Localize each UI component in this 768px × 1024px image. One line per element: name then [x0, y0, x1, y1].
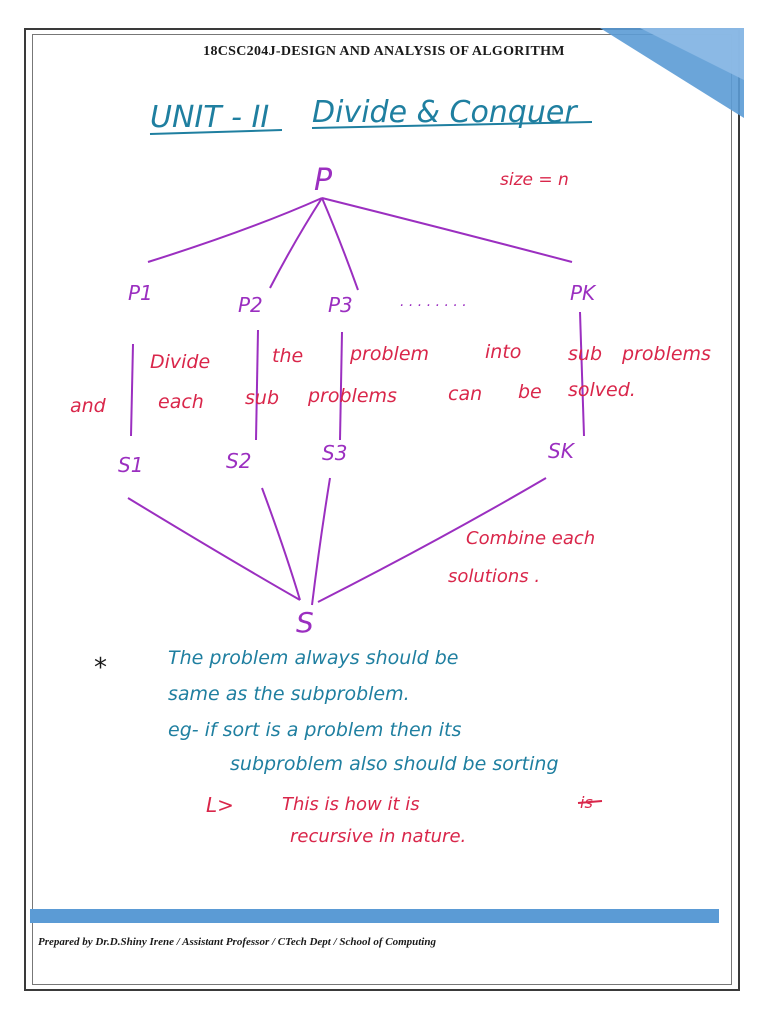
divide-word: problem [349, 343, 429, 365]
size-note: size = n [500, 170, 569, 190]
final-solution-label: S [296, 606, 314, 639]
divide-word: and [70, 395, 107, 417]
divide-sentence: Divide the problem into sub problems and… [70, 341, 711, 417]
combine-branches [127, 477, 547, 606]
subproblem-p2: P2 [238, 293, 263, 317]
arrow-marker: L> [206, 793, 234, 817]
divide-word: can [448, 383, 482, 405]
recursive-line2: recursive in nature. [290, 826, 466, 847]
page-outer-border [24, 28, 740, 991]
root-node-label: P [314, 163, 333, 198]
ellipsis: . . . . . . . . [400, 294, 467, 310]
point-line: The problem always should be [168, 647, 458, 669]
combine-line1: Combine each [466, 528, 595, 549]
solution-s1: S1 [118, 453, 143, 477]
solution-sk: SK [548, 439, 576, 463]
subproblem-pk: PK [570, 281, 597, 305]
divide-word: each [158, 391, 204, 413]
prepared-by-text: Prepared by Dr.D.Shiny Irene / Assistant… [38, 936, 436, 948]
divide-word: Divide [150, 351, 210, 373]
course-title: 18CSC204J-DESIGN AND ANALYSIS OF ALGORIT… [203, 44, 565, 59]
divide-word: problems [307, 385, 397, 407]
divide-word: solved. [568, 379, 636, 401]
divide-word: sub [245, 387, 279, 409]
divide-word: into [485, 341, 521, 363]
combine-line2: solutions . [448, 566, 540, 587]
divide-word: the [272, 345, 303, 367]
divide-word: be [518, 381, 542, 403]
page-inner-border [32, 34, 732, 985]
star-bullet: * [94, 653, 107, 683]
point-line: eg- if sort is a problem then its [168, 719, 461, 741]
subproblem-p3: P3 [328, 293, 353, 317]
point-line: same as the subproblem. [168, 683, 410, 705]
point-line: subproblem also should be sorting [230, 753, 559, 775]
solution-s2: S2 [226, 449, 251, 473]
footer-bar [30, 909, 719, 923]
recursive-line1: This is how it is [282, 794, 420, 815]
divide-branches [147, 197, 573, 291]
solve-lines [130, 311, 585, 441]
subproblem-p1: P1 [128, 281, 153, 305]
solution-s3: S3 [322, 441, 347, 465]
point-text: The problem always should be same as the… [168, 647, 559, 775]
divide-word: problems [621, 343, 711, 365]
unit-title: UNIT - II [150, 100, 269, 135]
divide-word: sub [568, 343, 602, 365]
